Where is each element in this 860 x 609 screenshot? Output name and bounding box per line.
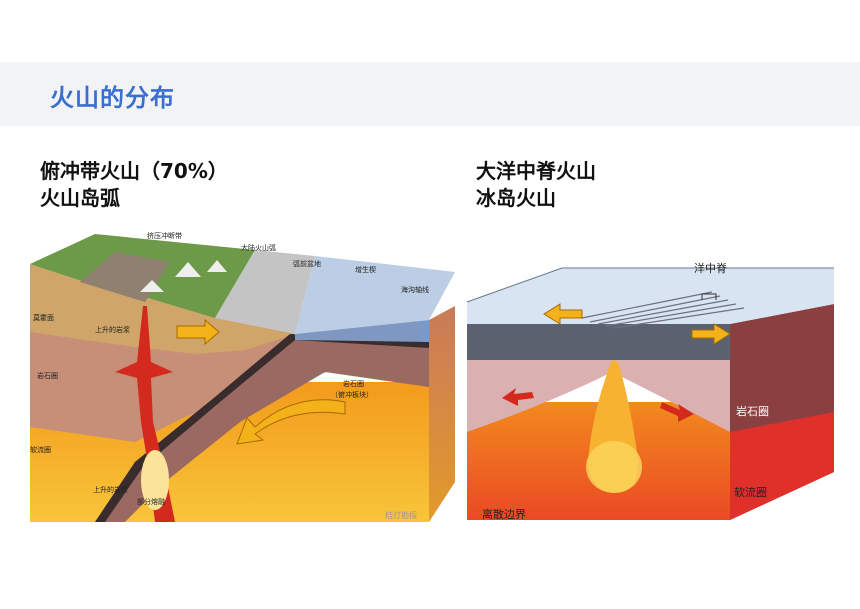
block-top-edge — [466, 267, 834, 303]
watermark: 桔灯勘探 — [385, 510, 417, 520]
ridge-bracket — [701, 293, 717, 300]
left-heading-line2: 火山岛弧 — [40, 186, 120, 210]
label-divergent-boundary: 离散边界 — [482, 507, 526, 521]
ocean-front — [295, 320, 429, 342]
label-lithosphere: 岩石圈 — [37, 371, 58, 380]
slab-motion-arrow — [236, 399, 346, 445]
left-heading: 俯冲带火山（70%） 火山岛弧 — [40, 158, 228, 212]
mantle-arrow-right — [660, 402, 694, 422]
label-subducting-lithosphere: 岩石圈 — [343, 379, 364, 388]
left-heading-line1: 俯冲带火山（70%） — [40, 159, 228, 183]
label-partial-melting: 部分熔融 — [137, 497, 165, 506]
label-forearc-basin: 弧前盆地 — [293, 259, 321, 268]
label-lithosphere: 岩石圈 — [736, 404, 769, 418]
oceanic-crust — [467, 324, 730, 360]
block-side-face — [429, 306, 455, 522]
magma-chamber — [586, 441, 642, 493]
subducting-slab — [95, 334, 429, 522]
page-title: 火山的分布 — [50, 84, 175, 112]
label-thrust-belt: 挤压冲断带 — [147, 231, 182, 240]
mid-ocean-ridge-diagram: 洋中脊 岩石圈 软流圈 离散边界 — [466, 261, 834, 521]
ridge-fractures — [581, 291, 745, 329]
label-rising-magma-top: 上升的岩浆 — [95, 325, 130, 334]
partial-melting-zone — [141, 450, 169, 510]
mantle-arrow-left — [502, 388, 534, 406]
label-mid-ocean-ridge: 洋中脊 — [694, 261, 727, 275]
label-rising-magma-bottom: 上升的岩浆 — [93, 485, 128, 494]
label-asthenosphere: 软流圈 — [30, 445, 51, 454]
right-heading-line2: 冰岛火山 — [476, 186, 556, 210]
label-moho: 莫霍面 — [33, 313, 54, 322]
volcano-2 — [207, 260, 227, 272]
forearc-basin-surface — [215, 250, 315, 334]
label-continental-arc: 大陆火山弧 — [241, 243, 276, 252]
title-band — [0, 62, 860, 126]
label-asthenosphere: 软流圈 — [734, 485, 767, 499]
ocean-surface — [295, 256, 455, 334]
volcano-1 — [175, 262, 201, 277]
right-heading: 大洋中脊火山 冰岛火山 — [476, 158, 596, 212]
spreading-arrow-right — [691, 323, 731, 345]
subduction-zone-diagram: 挤压冲断带 大陆火山弧 弧前盆地 增生楔 海沟轴线 莫霍面 上升的岩浆 岩石圈 … — [30, 231, 455, 522]
volcano-3 — [140, 280, 164, 292]
mantle-flow-arrow-1 — [176, 318, 220, 346]
label-trench-axis: 海沟轴线 — [401, 285, 429, 294]
label-accretionary-wedge: 增生楔 — [355, 265, 376, 274]
right-heading-line1: 大洋中脊火山 — [476, 159, 596, 183]
spreading-arrow-left — [543, 303, 583, 325]
label-subducting-plate: （俯冲板块） — [331, 390, 373, 399]
side-asthenosphere — [730, 412, 834, 520]
